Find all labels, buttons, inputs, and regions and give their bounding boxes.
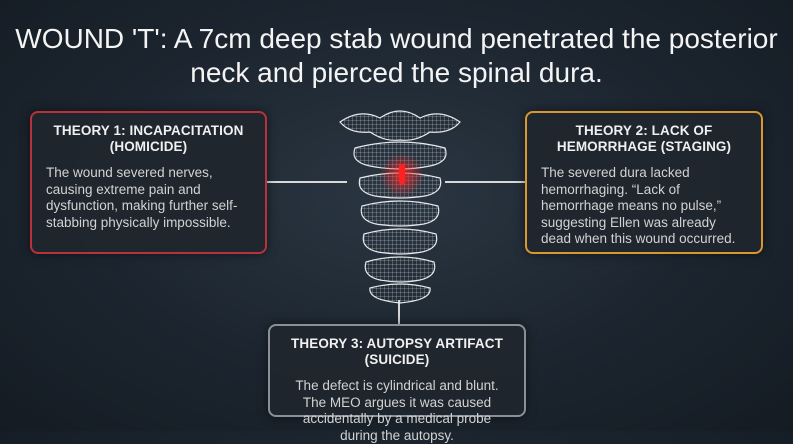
connector-bottom: [398, 300, 400, 324]
wound-marker: [399, 164, 405, 184]
theory-2-heading: THEORY 2: LACK OF HEMORRHAGE (STAGING): [556, 123, 732, 154]
theory-1-body: The wound severed nerves, causing extrem…: [46, 165, 238, 230]
theory-2-card: THEORY 2: LACK OF HEMORRHAGE (STAGING) T…: [525, 111, 763, 254]
theory-3-body: The defect is cylindrical and blunt. The…: [295, 378, 499, 443]
page-title: WOUND 'T': A 7cm deep stab wound penetra…: [15, 23, 778, 88]
theory-1-card: THEORY 1: INCAPACITATION (HOMICIDE) The …: [30, 111, 267, 254]
theory-3-heading: THEORY 3: AUTOPSY ARTIFACT (SUICIDE): [291, 336, 503, 367]
theory-2-body: The severed dura lacked hemorrhaging. “L…: [541, 165, 736, 246]
cervical-spine-illustration: [339, 110, 461, 304]
theory-3-card: THEORY 3: AUTOPSY ARTIFACT (SUICIDE) The…: [268, 324, 526, 443]
connector-right: [445, 181, 525, 183]
theory-1-heading: THEORY 1: INCAPACITATION (HOMICIDE): [53, 123, 244, 154]
connector-left: [267, 181, 347, 183]
